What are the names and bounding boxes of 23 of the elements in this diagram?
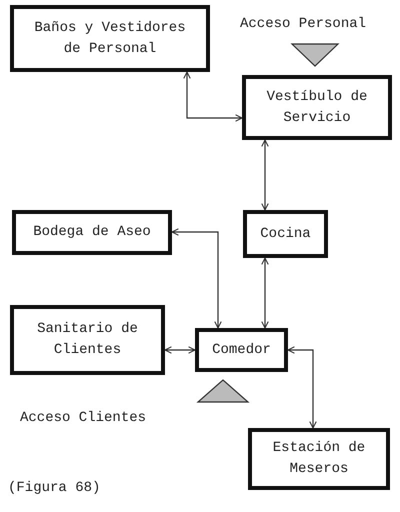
- room-box: [243, 210, 328, 258]
- room-box: [10, 5, 210, 72]
- room-label: Bodega de Aseo: [33, 223, 151, 242]
- room-box: [12, 210, 172, 255]
- room-box: [248, 428, 390, 490]
- connector-arrow: [183, 71, 243, 122]
- connector-arrow: [287, 346, 317, 429]
- room-box: [10, 305, 165, 375]
- room-label: Comedor: [212, 340, 271, 360]
- room-box: [195, 328, 288, 372]
- room-box: [242, 75, 392, 140]
- connector-arrow: [261, 257, 269, 329]
- connector-arrow: [171, 228, 222, 329]
- access-label: Acceso Clientes: [20, 409, 146, 428]
- room-label: Sanitario de Clientes: [36, 320, 139, 360]
- room-label: Cocina: [260, 224, 311, 244]
- connector-arrow: [261, 139, 269, 211]
- connector-arrow: [164, 346, 196, 354]
- room-label: Baños y Vestidores de Personal: [33, 18, 187, 58]
- access-label: Acceso Personal: [240, 15, 366, 34]
- figure-caption: (Figura 68): [8, 479, 100, 498]
- room-label: Vestíbulo de Servicio: [266, 88, 368, 128]
- room-label: Estación de Meseros: [272, 439, 366, 479]
